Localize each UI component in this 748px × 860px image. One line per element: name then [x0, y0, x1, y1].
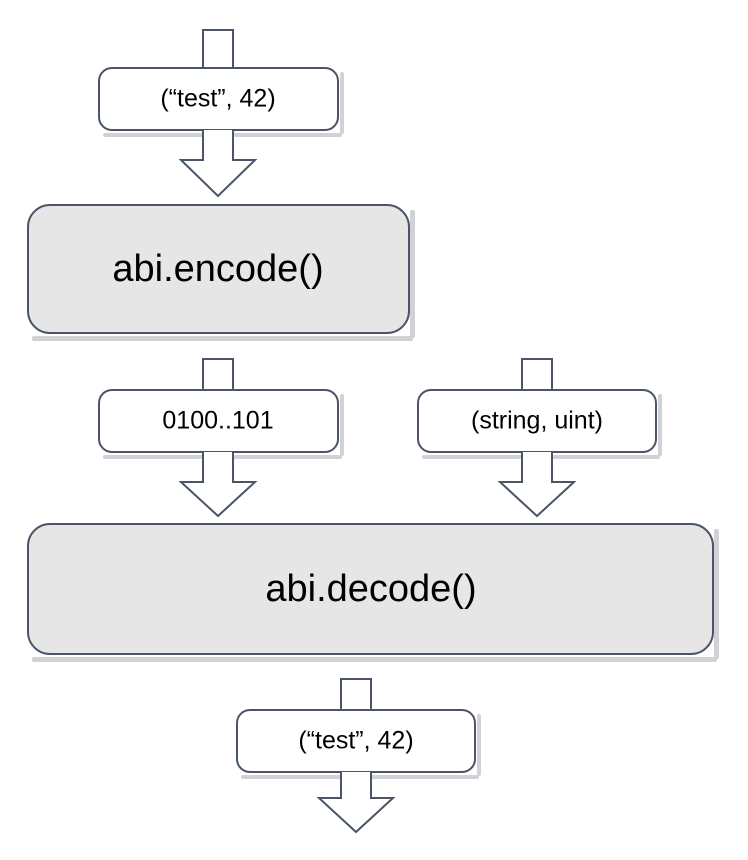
connector-stub-into-output	[340, 678, 372, 711]
abi-encode-box[interactable]	[27, 204, 410, 334]
connector-arrow-output-down	[316, 772, 396, 834]
connector-stub-into-encoded-bytes	[202, 358, 234, 391]
input-tuple-label: (“test”, 42)	[160, 85, 275, 113]
node-type-tuple[interactable]: (string, uint)	[417, 389, 662, 459]
node-encoded-bytes[interactable]: 0100..101	[98, 389, 344, 459]
output-tuple-label: (“test”, 42)	[298, 727, 413, 755]
node-input-tuple[interactable]: (“test”, 42)	[98, 67, 344, 137]
abi-decode-label: abi.decode()	[265, 568, 476, 610]
connector-arrow-bytes-to-decode	[178, 452, 258, 518]
connector-arrow-types-to-decode	[497, 452, 577, 518]
node-abi-decode[interactable]: abi.decode()	[27, 523, 719, 662]
node-abi-encode[interactable]: abi.encode()	[27, 204, 415, 341]
abi-decode-box[interactable]	[27, 523, 714, 655]
connector-stub-into-type-tuple	[521, 358, 553, 391]
type-tuple-label: (string, uint)	[471, 407, 603, 435]
connector-stub-into-input	[202, 29, 234, 69]
connector-arrow-input-to-encode	[178, 130, 258, 198]
encoded-bytes-label: 0100..101	[162, 407, 273, 435]
node-output-tuple[interactable]: (“test”, 42)	[236, 709, 481, 779]
abi-encode-label: abi.encode()	[112, 248, 323, 290]
